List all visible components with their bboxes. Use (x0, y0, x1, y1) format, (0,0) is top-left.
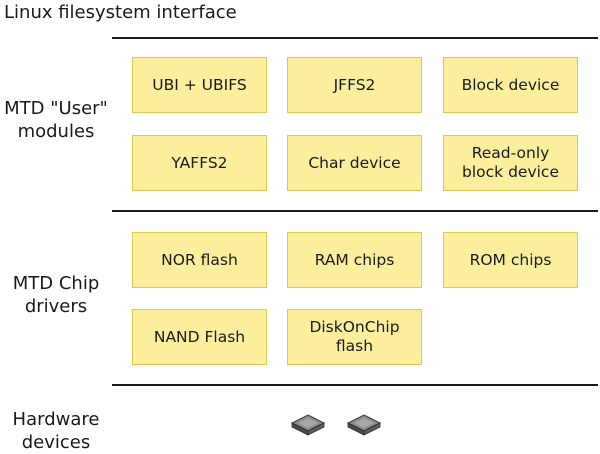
box-rom-chips: ROM chips (443, 232, 578, 288)
filesystem-interface-label: Linux filesystem interface (4, 2, 237, 23)
hardware-devices-label: Hardware devices (12, 409, 100, 453)
chip-icon (346, 414, 382, 436)
box-yaffs2: YAFFS2 (132, 135, 267, 191)
box-block-device: Block device (443, 57, 578, 113)
chip-icon (290, 414, 326, 436)
rule-top (112, 37, 598, 39)
box-ram-chips: RAM chips (287, 232, 422, 288)
rule-bottom (112, 384, 598, 386)
box-ubi-ubifs: UBI + UBIFS (132, 57, 267, 113)
box-read-only-block-device: Read-only block device (443, 135, 578, 191)
box-nor-flash: NOR flash (132, 232, 267, 288)
box-diskonchip-flash: DiskOnChip flash (287, 309, 422, 365)
box-jffs2: JFFS2 (287, 57, 422, 113)
box-char-device: Char device (287, 135, 422, 191)
user-modules-label: MTD "User" modules (4, 98, 108, 142)
chip-drivers-label: MTD Chip drivers (12, 273, 100, 317)
box-nand-flash: NAND Flash (132, 309, 267, 365)
rule-middle (112, 210, 598, 212)
